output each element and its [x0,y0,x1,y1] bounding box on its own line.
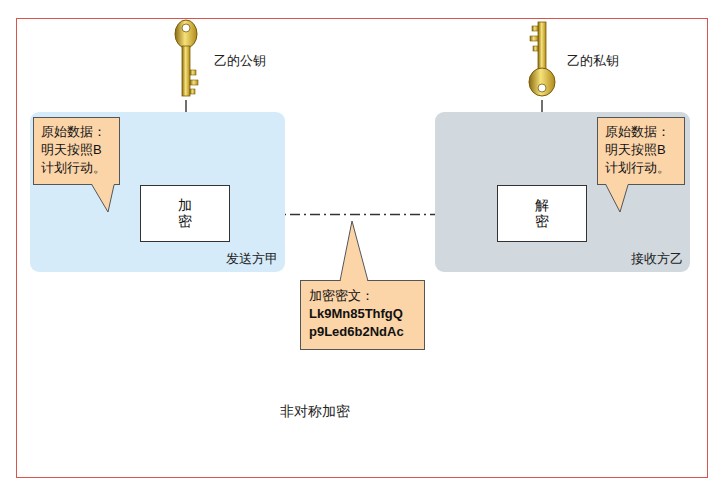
key-label: 乙的私钥 [567,52,619,70]
box-label: 解密 [535,198,549,229]
callout-tail [340,221,368,282]
callout-tail [92,184,114,212]
key-label: 乙的公钥 [214,52,266,70]
callout-text: 明天按照B 计划行动。 [41,141,112,177]
callout-heading: 原始数据： [605,123,677,141]
callout-heading: 原始数据： [41,123,112,141]
callout-tail [606,184,628,212]
callout-box: 加密密文：Lk9Mn85ThfgQ p9Led6b2NdAc [300,280,425,350]
callout-box: 原始数据：明天按照B 计划行动。 [33,117,120,185]
sender-panel: 发送方甲 加密 原始数据：明天按照B 计划行动。 [30,112,285,272]
process-box: 加密 [140,185,230,242]
callout-box: 原始数据：明天按照B 计划行动。 [597,117,685,185]
callout-text: 明天按照B 计划行动。 [605,141,677,177]
process-box: 解密 [497,185,587,242]
panel-label: 发送方甲 [226,250,278,268]
receiver-panel: 接收方乙 解密 原始数据：明天按照B 计划行动。 [435,112,690,272]
outer-border [17,19,708,478]
box-label: 加密 [178,198,192,229]
callout-text: Lk9Mn85ThfgQ p9Led6b2NdAc [309,305,416,341]
key-icon [529,22,555,96]
panel-label: 接收方乙 [631,250,683,268]
callout-heading: 加密密文： [309,287,416,305]
key-icon [175,20,198,96]
diagram-caption: 非对称加密 [240,403,390,421]
